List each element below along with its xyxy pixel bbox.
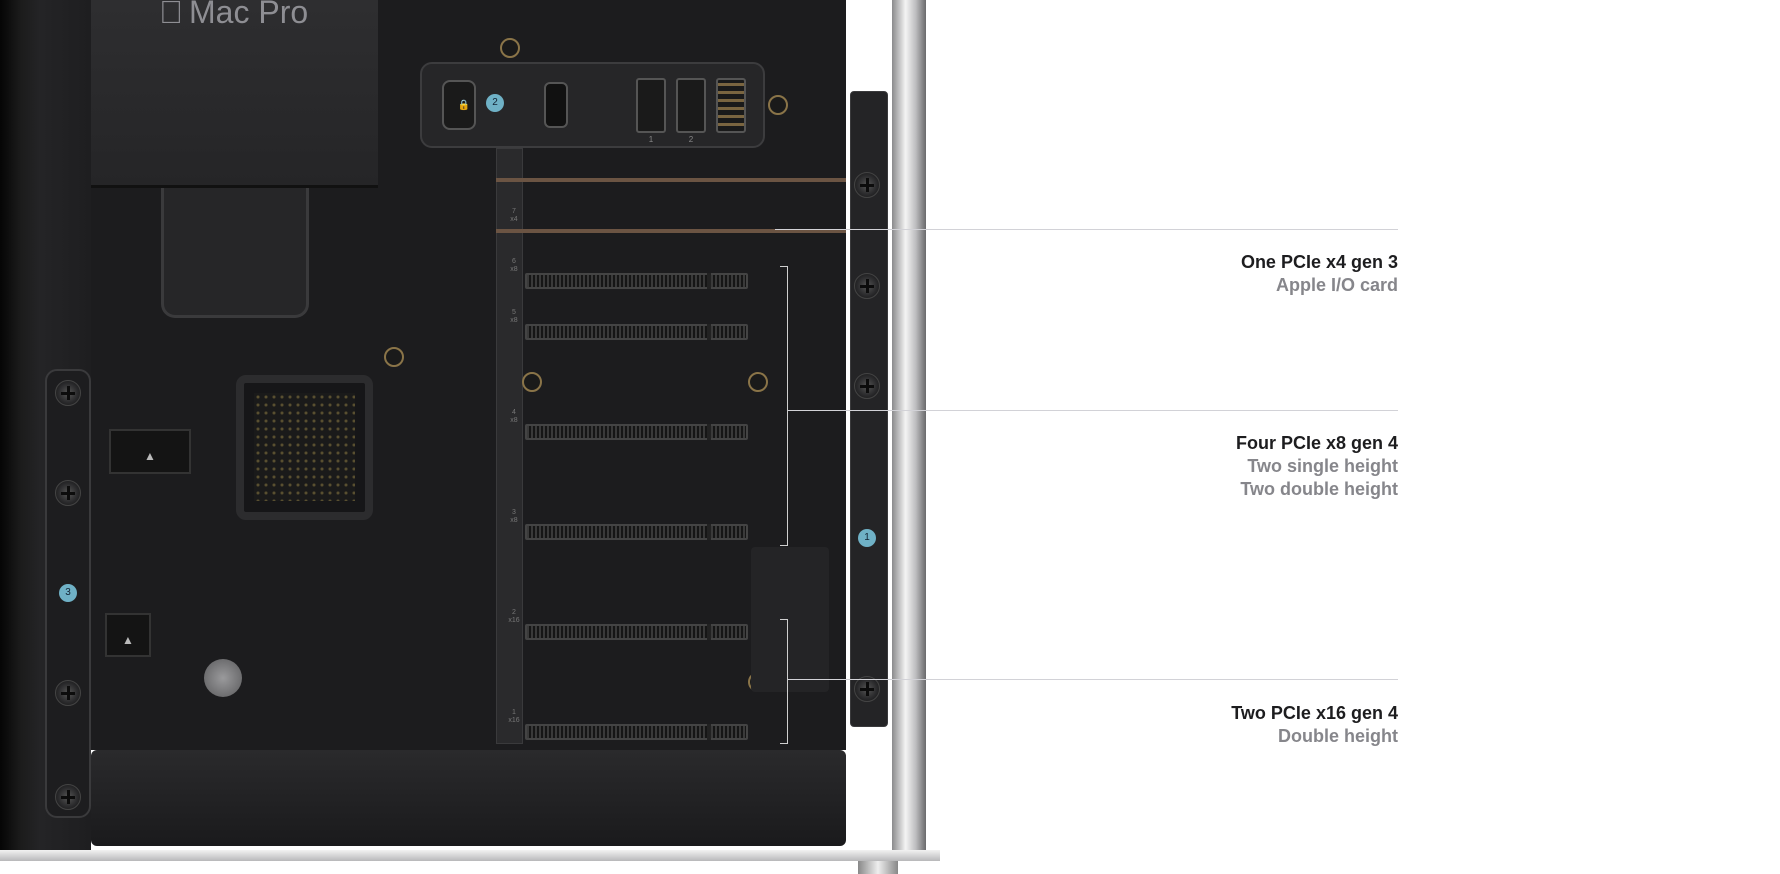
power-supply	[91, 0, 378, 188]
bottom-cover	[91, 750, 846, 846]
screw	[55, 380, 81, 406]
cpu-die	[254, 393, 355, 501]
screw	[768, 95, 788, 115]
screw	[748, 372, 768, 392]
screw	[55, 480, 81, 506]
screw	[500, 38, 520, 58]
power-connector[interactable]	[716, 78, 746, 133]
pcie-slot-3[interactable]	[525, 524, 748, 540]
screw	[55, 784, 81, 810]
warning-connector: ▲	[105, 613, 151, 657]
badge-3[interactable]: 3	[59, 584, 77, 602]
pcie-slot-2[interactable]	[525, 624, 748, 640]
callout-line-x16	[788, 679, 1398, 680]
io-card-edge	[496, 229, 846, 233]
screw[interactable]	[854, 172, 880, 198]
screw[interactable]	[854, 373, 880, 399]
usb-a-port[interactable]	[544, 82, 568, 128]
bottom-frame-bar	[0, 850, 940, 861]
callout-x16-slots: Two PCIe x16 gen 4 Double height	[1231, 703, 1398, 746]
warning-connector: ▲	[109, 429, 191, 474]
io-panel	[420, 62, 765, 148]
frame-foot	[858, 861, 898, 874]
apple-logo-icon: 	[159, 0, 183, 31]
bracket-x16-slots	[780, 619, 788, 744]
mpx-bay-plate	[751, 547, 829, 692]
lock-switch[interactable]: 🔒	[442, 80, 476, 130]
thunderbolt-port-1[interactable]	[636, 78, 666, 133]
warning-icon: ▲	[122, 633, 134, 647]
thunderbolt-port-2[interactable]	[676, 78, 706, 133]
screw[interactable]	[854, 273, 880, 299]
callout-io-card: One PCIe x4 gen 3 Apple I/O card	[1240, 252, 1398, 295]
warning-icon: ▲	[144, 449, 156, 463]
port-label-2: 2	[688, 135, 694, 144]
screw	[384, 347, 404, 367]
mac-pro-interior: 3  Mac Pro 🔒 2 1 2 ▲ ▲ 7x4 6x8 5x8 4x8 …	[0, 0, 940, 874]
port-label-1: 1	[648, 135, 654, 144]
pcie-slot-5[interactable]	[525, 324, 748, 340]
pcie-slot-1[interactable]	[525, 724, 748, 740]
lock-icon: 🔒	[457, 100, 470, 111]
screw	[522, 372, 542, 392]
power-supply-neck	[161, 188, 309, 318]
frame-tube	[892, 0, 926, 850]
slot-rail	[496, 148, 523, 744]
screw	[55, 680, 81, 706]
callout-line-x8	[788, 410, 1398, 411]
bracket-x8-slots	[780, 266, 788, 546]
screw[interactable]	[854, 676, 880, 702]
callout-line-io-card	[775, 229, 1398, 230]
badge-2[interactable]: 2	[486, 94, 504, 112]
mac-pro-logo:  Mac Pro	[159, 0, 308, 31]
pcie-bay-rail	[850, 91, 888, 727]
io-card-edge	[496, 178, 846, 182]
coin-battery	[204, 659, 242, 697]
pcie-slot-6[interactable]	[525, 273, 748, 289]
callout-x8-slots: Four PCIe x8 gen 4 Two single height Two…	[1235, 433, 1398, 499]
pcie-slot-4[interactable]	[525, 424, 748, 440]
badge-1[interactable]: 1	[858, 529, 876, 547]
cpu-socket	[236, 375, 373, 520]
